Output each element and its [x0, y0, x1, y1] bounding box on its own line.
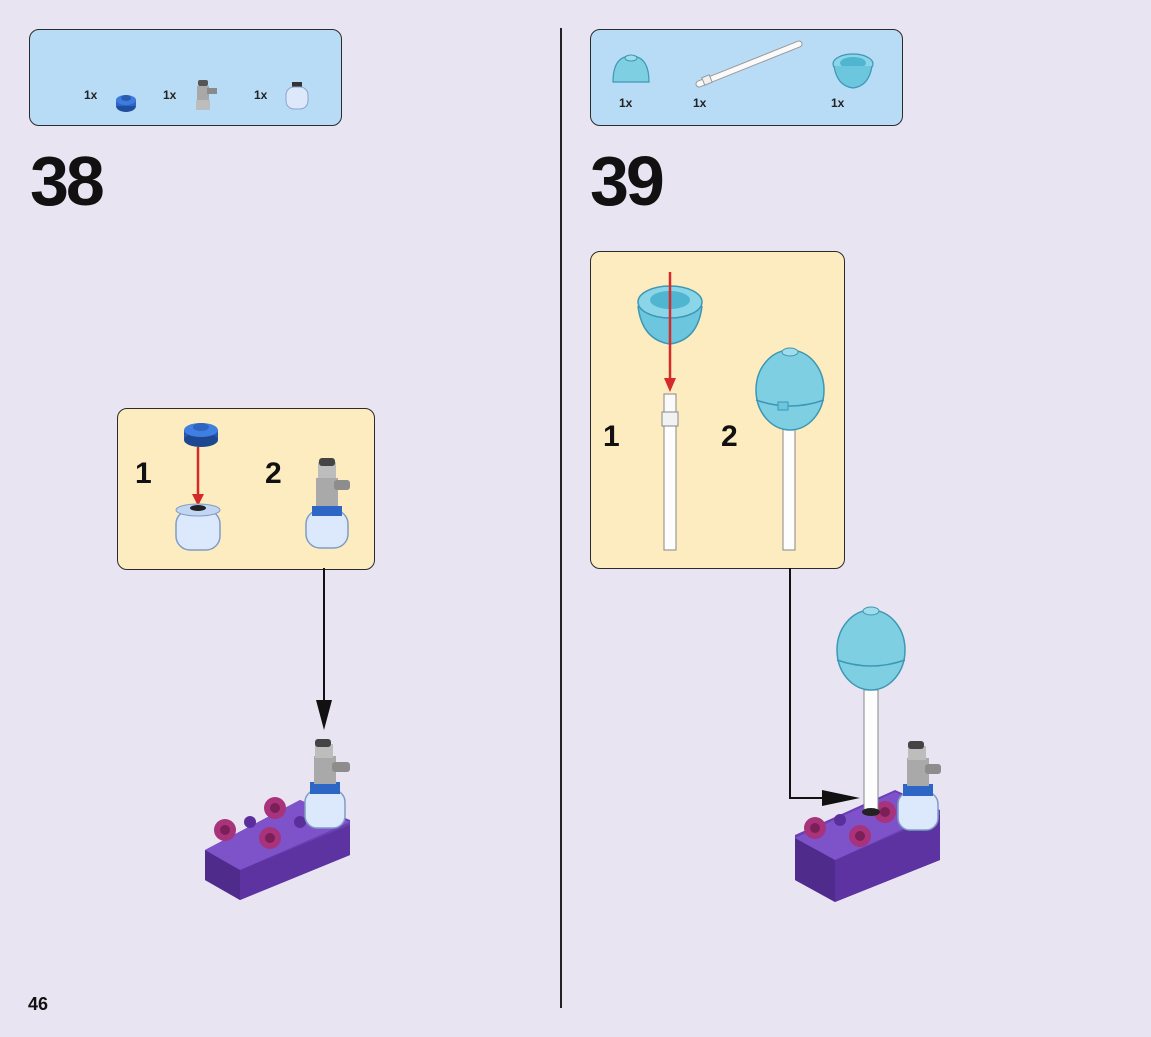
- white-bar-icon: [695, 40, 803, 88]
- red-insertion-arrow: [664, 272, 676, 392]
- step-number-38: 38: [30, 142, 105, 220]
- page-divider: [560, 28, 562, 1008]
- assembled-bottle-icon: [897, 741, 941, 831]
- white-bar-icon: [661, 393, 679, 551]
- part-qty: 1x: [163, 88, 177, 102]
- aqua-balloon-icon: [755, 347, 825, 551]
- substep-number: 1: [603, 420, 620, 453]
- connector-arrow: [316, 568, 332, 730]
- assembled-bottle-icon: [305, 458, 350, 549]
- substep-number: 2: [721, 420, 738, 453]
- part-qty: 1x: [84, 88, 98, 102]
- part-qty: 1x: [693, 96, 707, 110]
- part-qty: 1x: [831, 96, 845, 110]
- light-blue-cylinder-icon: [175, 503, 221, 551]
- magenta-flower-icon: [214, 797, 306, 849]
- light-blue-cylinder-icon: [285, 82, 309, 110]
- blue-round-plate-icon: [184, 423, 218, 447]
- aqua-cone-icon: [832, 53, 874, 89]
- aqua-balloon-icon: [836, 606, 906, 691]
- substep-number: 2: [265, 457, 282, 490]
- magenta-flower-icon: [804, 801, 896, 847]
- grey-tap-piece-icon: [196, 80, 217, 110]
- part-qty: 1x: [619, 96, 633, 110]
- red-insertion-arrow: [192, 447, 204, 506]
- assembled-bottle-icon: [304, 739, 350, 829]
- substep-number: 1: [135, 457, 152, 490]
- page-number: 46: [28, 994, 49, 1014]
- parts-list-step-39: 1x 1x 1x: [590, 29, 903, 126]
- blue-round-plate-icon: [116, 95, 136, 112]
- white-bar-icon: [862, 689, 880, 816]
- parts-list-step-38: 1x 1x 1x: [29, 29, 342, 126]
- step-number-39: 39: [590, 142, 665, 220]
- aqua-dome-icon: [612, 54, 650, 83]
- part-qty: 1x: [254, 88, 268, 102]
- connector-arrow: [789, 568, 860, 806]
